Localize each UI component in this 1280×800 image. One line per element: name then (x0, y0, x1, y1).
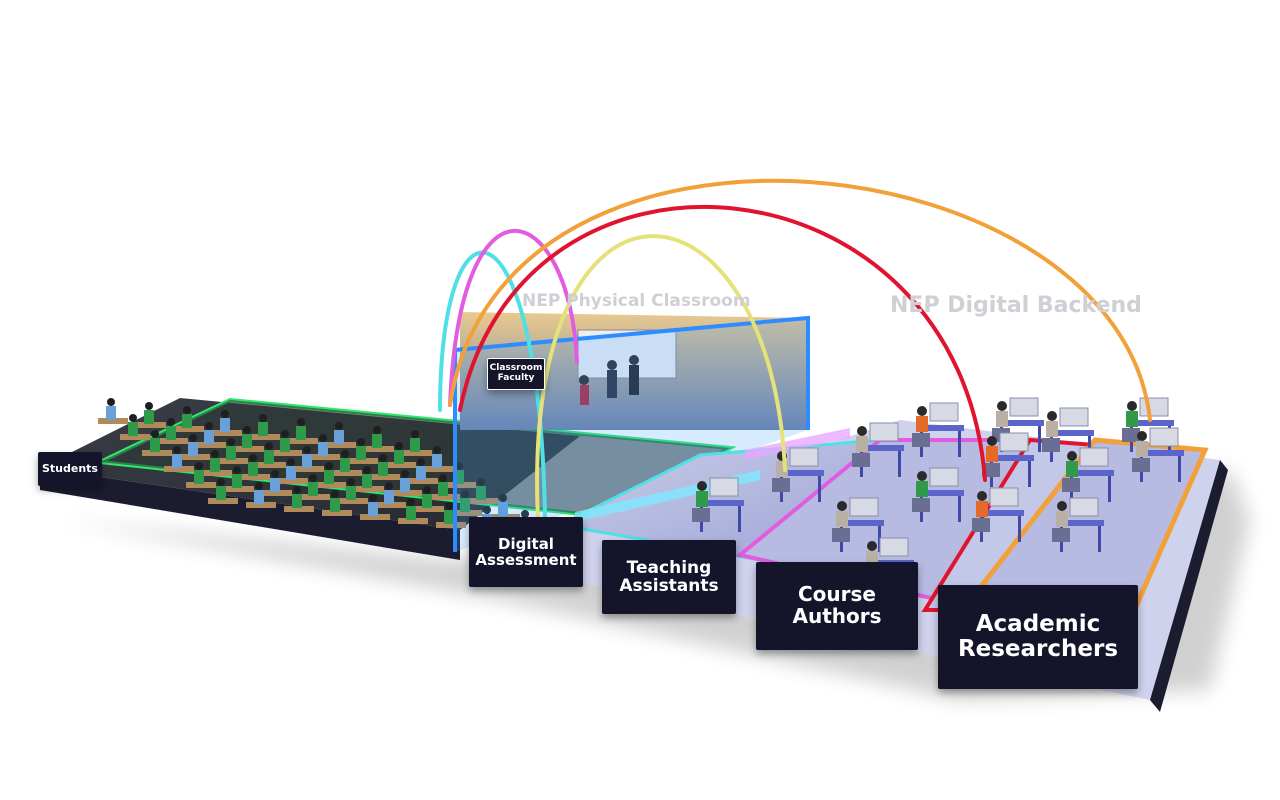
student (164, 446, 194, 472)
student (376, 482, 406, 508)
workstation (692, 477, 744, 532)
student (452, 490, 482, 516)
student (98, 398, 128, 424)
student (240, 454, 270, 480)
student (142, 430, 172, 456)
arc-red (458, 204, 987, 482)
workstation (972, 487, 1024, 542)
arc-yellow (535, 234, 787, 522)
student (360, 494, 390, 520)
student (326, 422, 356, 448)
student (186, 462, 216, 488)
digital-region-title: NEP Digital Backend (890, 293, 1142, 318)
workstation (772, 447, 824, 502)
classroom-faculty-label: Classroom Faculty (487, 358, 545, 390)
student (218, 438, 248, 464)
student (300, 474, 330, 500)
student (386, 442, 416, 468)
student (284, 486, 314, 512)
student (250, 414, 280, 440)
student (180, 434, 210, 460)
student (316, 462, 346, 488)
student (364, 426, 394, 452)
student (288, 418, 318, 444)
academic-researchers-label: Academic Researchers (938, 585, 1138, 689)
student (196, 422, 226, 448)
student (278, 458, 308, 484)
student (246, 482, 276, 508)
student (174, 406, 204, 432)
physical-region-title: NEP Physical Classroom (522, 291, 751, 311)
student (354, 466, 384, 492)
workstation (1052, 497, 1104, 552)
workstations (692, 397, 1184, 592)
student (424, 446, 454, 472)
student (136, 402, 166, 428)
workstation (1132, 427, 1184, 482)
arc-orange (448, 178, 1152, 422)
student (202, 450, 232, 476)
student (468, 478, 498, 504)
student (310, 434, 340, 460)
workstation (982, 432, 1034, 487)
student (402, 430, 432, 456)
course-authors-label: Course Authors (756, 562, 918, 650)
digital-assessment-label: Digital Assessment (469, 517, 583, 587)
student (208, 478, 238, 504)
student (332, 450, 362, 476)
connection-arcs (438, 178, 1152, 522)
student (414, 486, 444, 512)
student (272, 430, 302, 456)
student (398, 498, 428, 524)
student (408, 458, 438, 484)
workstation (1062, 447, 1114, 502)
student (348, 438, 378, 464)
student (234, 426, 264, 452)
student (262, 470, 292, 496)
student (338, 478, 368, 504)
student (430, 474, 460, 500)
student (256, 442, 286, 468)
student (120, 414, 150, 440)
student (224, 466, 254, 492)
teaching-assistants-label: Teaching Assistants (602, 540, 736, 614)
student (212, 410, 242, 436)
student (370, 454, 400, 480)
arc-cyan (438, 250, 547, 522)
student (436, 502, 466, 528)
students-label: Students (38, 452, 102, 486)
student (294, 446, 324, 472)
student (392, 470, 422, 496)
students-seating (98, 398, 542, 536)
workstation (852, 422, 904, 477)
workstation (992, 397, 1044, 452)
student (322, 490, 352, 516)
workstation (912, 467, 964, 522)
workstation (912, 402, 964, 457)
student (158, 418, 188, 444)
